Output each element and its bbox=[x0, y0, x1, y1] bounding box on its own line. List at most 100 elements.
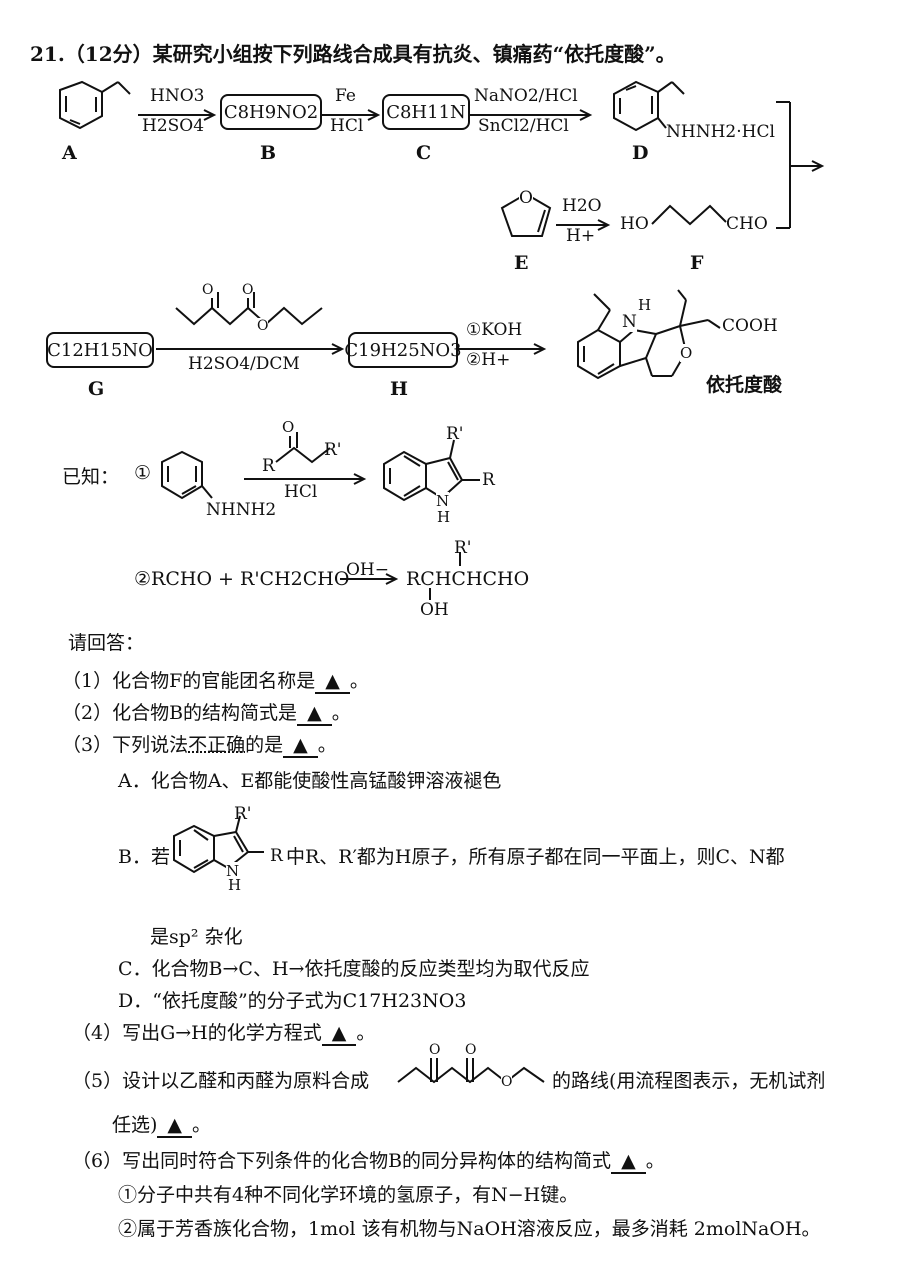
arrow-h-product bbox=[458, 343, 547, 355]
q6-answer-blank[interactable]: ▲ bbox=[611, 1150, 646, 1174]
indole-structure bbox=[383, 439, 480, 502]
known-r1-R: R bbox=[262, 456, 275, 476]
q2-mark: ▲ bbox=[307, 702, 322, 724]
known-r2-bonds bbox=[429, 552, 461, 600]
q5-pre: （5）设计以乙醛和丙醛为原料合成 bbox=[72, 1070, 370, 1092]
known-prod-N: N bbox=[436, 492, 450, 510]
question-header: 21.（12分）某研究小组按下列路线合成具有抗炎、镇痛药“依托度酸”。 bbox=[30, 42, 676, 66]
option-c: C．化合物B→C、H→依托度酸的反应类型均为取代反应 bbox=[118, 958, 590, 980]
q1-text: （1）化合物F的官能团名称是 bbox=[62, 670, 316, 692]
q1-answer-blank[interactable]: ▲ bbox=[315, 670, 350, 694]
q5-o2: O bbox=[465, 1042, 477, 1058]
option-b-N: N bbox=[226, 862, 240, 880]
compound-g-box: C12H15NO bbox=[46, 332, 154, 368]
q4-mark: ▲ bbox=[331, 1022, 347, 1044]
arrow-known-2 bbox=[340, 573, 399, 585]
q2-line: （2）化合物B的结构简式是▲。 bbox=[62, 702, 351, 726]
q2-answer-blank[interactable]: ▲ bbox=[297, 702, 332, 726]
label-b: B bbox=[260, 142, 277, 164]
q3-answer-blank[interactable]: ▲ bbox=[283, 734, 318, 758]
reagent-h-plus: H+ bbox=[566, 226, 596, 246]
known-r2-left: ②RCHO + R'CH2CHO bbox=[134, 568, 350, 590]
etodolac-structure bbox=[577, 289, 721, 380]
q5-cont: 任选) bbox=[112, 1114, 158, 1136]
e-oxygen: O bbox=[519, 188, 533, 208]
q1-line: （1）化合物F的官能团名称是▲。 bbox=[62, 670, 369, 694]
compound-e-structure bbox=[500, 192, 552, 237]
label-f: F bbox=[690, 252, 704, 274]
known-r2-oh: OH bbox=[420, 600, 449, 620]
known-prod-Rp: R' bbox=[446, 424, 464, 444]
option-d: D．“依托度酸”的分子式为C17H23NO3 bbox=[118, 990, 467, 1012]
reagent-o2: O bbox=[242, 282, 254, 298]
ketone-o: O bbox=[282, 418, 295, 436]
product-h: H bbox=[638, 296, 652, 314]
q5-o3: O bbox=[501, 1074, 513, 1090]
compound-d-structure bbox=[613, 80, 685, 132]
option-b-H: H bbox=[228, 876, 242, 894]
known-r2-Rp: R' bbox=[454, 538, 472, 558]
compound-h-box: C19H25NO3 bbox=[344, 332, 462, 368]
product-name: 依托度酸 bbox=[706, 374, 783, 396]
option-b-post: 中R、R′都为H原子，所有原子都在同一平面上，则C、N都 bbox=[286, 846, 785, 868]
label-d: D bbox=[632, 142, 649, 164]
product-cooh: COOH bbox=[722, 316, 778, 336]
option-b-indole bbox=[173, 815, 264, 874]
q4-answer-blank[interactable]: ▲ bbox=[321, 1022, 357, 1046]
arrow-c-d bbox=[470, 109, 593, 121]
product-ring-o: O bbox=[680, 344, 693, 362]
q6-mark: ▲ bbox=[621, 1150, 636, 1172]
compound-a-structure bbox=[59, 80, 131, 130]
label-c: C bbox=[416, 142, 432, 164]
compound-f-chain bbox=[651, 204, 727, 226]
q5-o1: O bbox=[429, 1042, 441, 1058]
compound-b-box: C8H9NO2 bbox=[220, 94, 322, 130]
label-g: G bbox=[88, 378, 105, 400]
q3-post: 的是 bbox=[245, 734, 284, 756]
q5-answer-blank[interactable]: ▲ bbox=[157, 1114, 193, 1138]
label-h: H bbox=[390, 378, 408, 400]
reagent-koh: ①KOH bbox=[466, 320, 523, 340]
f-ho: HO bbox=[620, 214, 649, 234]
q6-text: （6）写出同时符合下列条件的化合物B的同分异构体的结构简式 bbox=[72, 1150, 612, 1172]
q5-line2: 任选)▲。 bbox=[112, 1114, 212, 1138]
questions-intro: 请回答： bbox=[68, 632, 145, 654]
q6-line: （6）写出同时符合下列条件的化合物B的同分异构体的结构简式▲。 bbox=[72, 1150, 665, 1174]
compound-c-box: C8H11N bbox=[382, 94, 470, 130]
q3-mark: ▲ bbox=[293, 734, 308, 756]
reagent-h2so4-dcm: H2SO4/DCM bbox=[188, 354, 300, 374]
known-r1-num: ① bbox=[134, 462, 152, 484]
reagent-fe: Fe bbox=[335, 86, 356, 106]
d-group: NHNH2·HCl bbox=[666, 122, 775, 142]
q5-mark: ▲ bbox=[167, 1114, 183, 1136]
reagent-sncl2: SnCl2/HCl bbox=[478, 116, 569, 136]
arrow-known-1 bbox=[244, 473, 367, 485]
arrow-g-h bbox=[156, 343, 345, 355]
f-cho: CHO bbox=[726, 214, 768, 234]
condition-2: ②属于芳香族化合物，1mol 该有机物与NaOH溶液反应，最多消耗 2molNa… bbox=[118, 1218, 821, 1240]
reagent-o1: O bbox=[202, 282, 214, 298]
label-a: A bbox=[62, 142, 77, 164]
condition-1: ①分子中共有4种不同化学环境的氢原子，有N−H键。 bbox=[118, 1184, 579, 1206]
arrow-a-b bbox=[138, 109, 217, 121]
known-r1-Rp: R' bbox=[324, 440, 342, 460]
reagent-h2o: H2O bbox=[562, 196, 602, 216]
option-b-Rp: R' bbox=[234, 804, 252, 824]
known-r1-group: NHNH2 bbox=[206, 500, 277, 520]
q4-line: （4）写出G→H的化学方程式▲。 bbox=[72, 1022, 376, 1046]
option-b-cont: 是sp² 杂化 bbox=[150, 926, 243, 948]
known-label: 已知： bbox=[62, 466, 120, 488]
q1-mark: ▲ bbox=[325, 670, 340, 692]
arrow-e-f bbox=[556, 219, 611, 231]
reagent-h2so4: H2SO4 bbox=[142, 116, 205, 136]
known-r2-cond: OH− bbox=[346, 560, 390, 580]
reagent-h-plus-2: ②H+ bbox=[466, 350, 511, 370]
label-e: E bbox=[514, 252, 529, 274]
known-r2-prod: RCHCHCHO bbox=[406, 568, 530, 590]
reagent-hno3: HNO3 bbox=[150, 86, 205, 106]
option-a: A．化合物A、E都能使酸性高锰酸钾溶液褪色 bbox=[118, 770, 502, 792]
known-prod-H: H bbox=[437, 508, 451, 526]
q2-text: （2）化合物B的结构简式是 bbox=[62, 702, 298, 724]
reagent-o3: O bbox=[257, 318, 269, 334]
q5-post: 的路线(用流程图表示，无机试剂 bbox=[552, 1070, 826, 1092]
